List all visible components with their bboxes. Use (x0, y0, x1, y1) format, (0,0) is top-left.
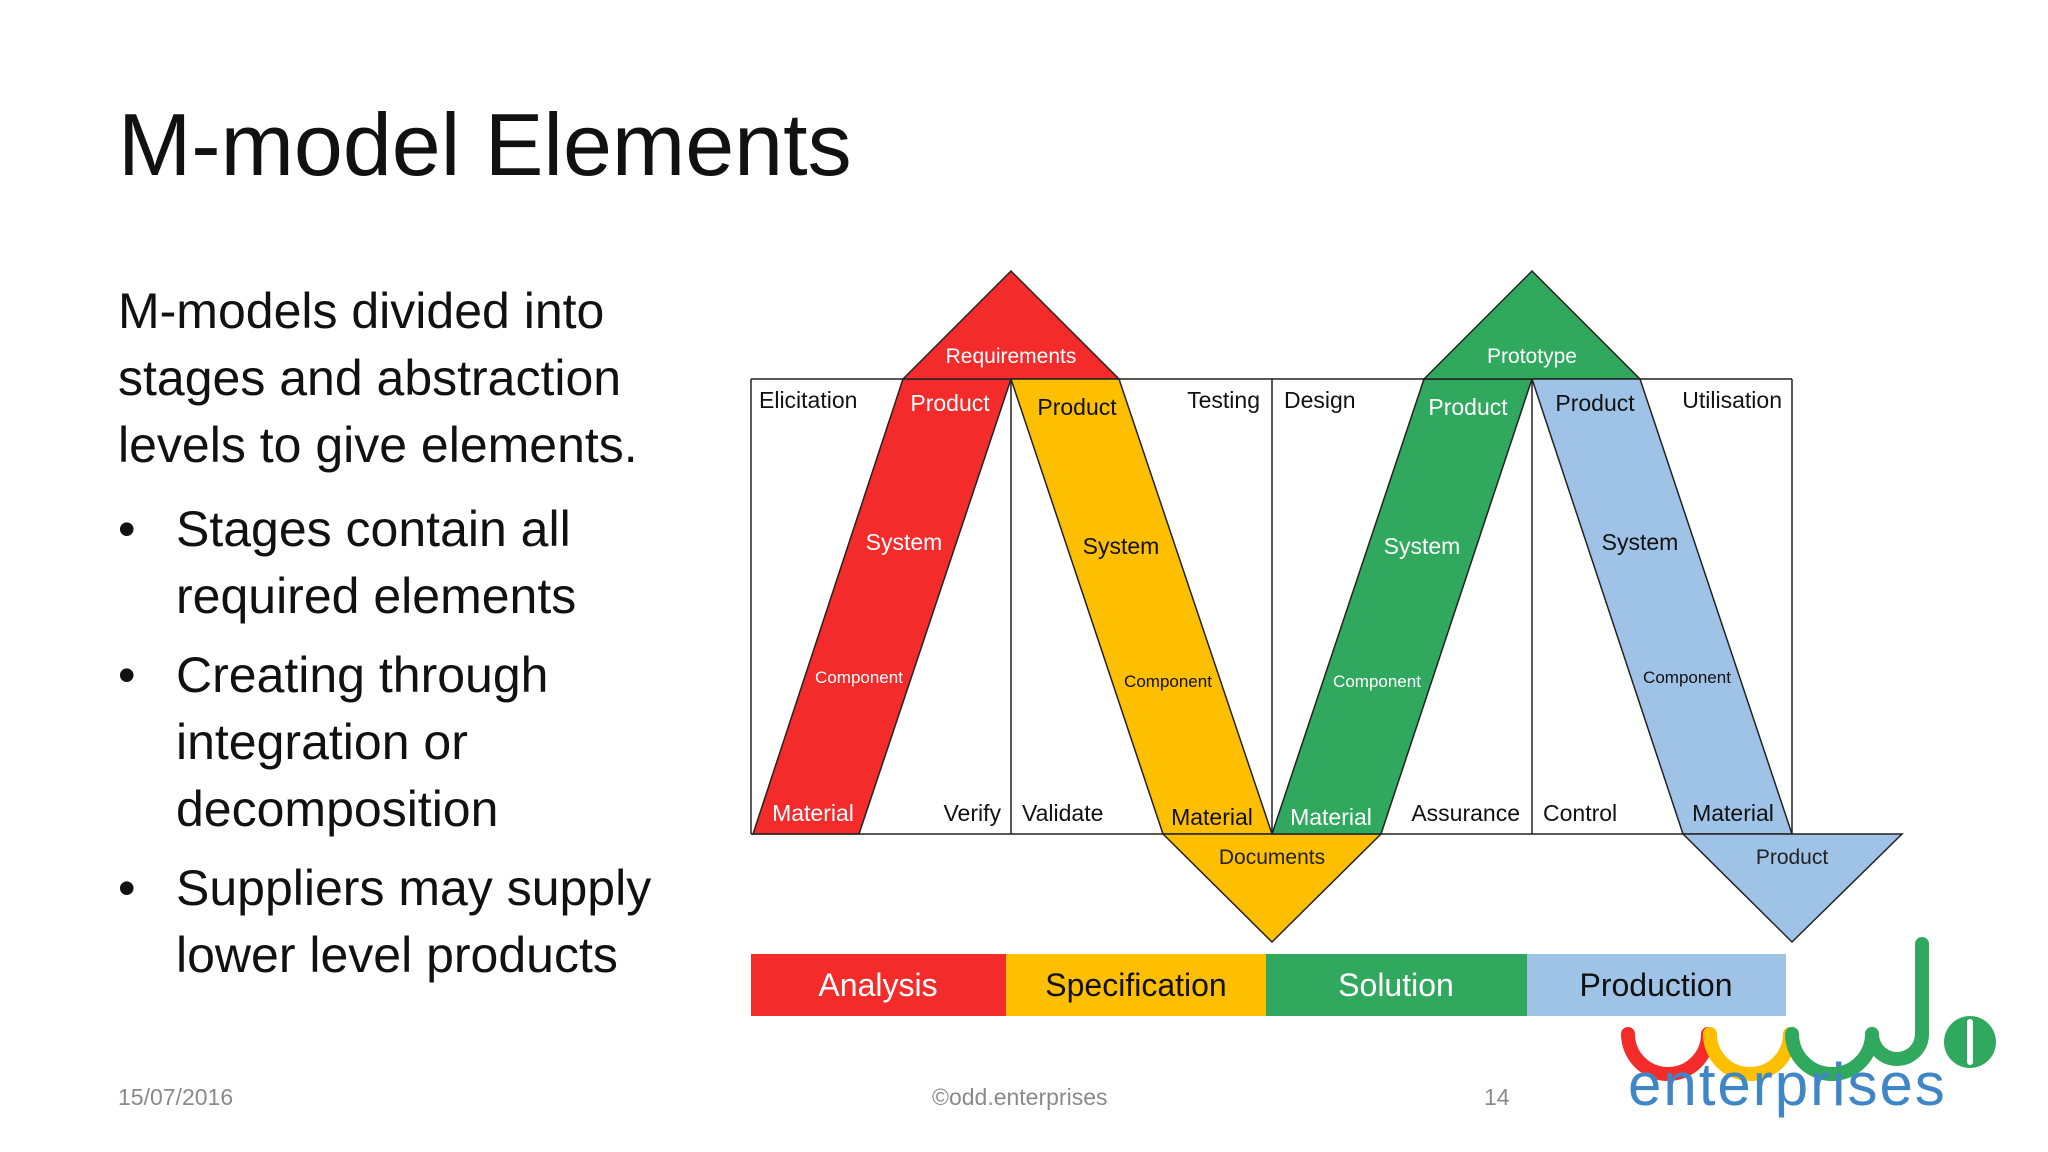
validate-label: Validate (1022, 800, 1103, 826)
bullet-symbol: • (118, 860, 136, 916)
product-valley (1681, 833, 1904, 944)
stage-production (1527, 954, 1786, 1016)
green-band (1270, 378, 1534, 835)
stage-production-label: Production (1580, 967, 1733, 1003)
testing-label: Testing (1187, 387, 1260, 413)
green-product-label: Product (1428, 394, 1508, 420)
bullet-symbol: • (118, 501, 136, 557)
stage-specification-label: Specification (1045, 967, 1226, 1003)
prototype-label: Prototype (1487, 345, 1577, 368)
footer-page-number: 14 (1484, 1084, 1510, 1110)
red-system-label: System (866, 529, 943, 555)
blue-product-label: Product (1555, 390, 1635, 416)
bullet-text: Creating through integration or decompos… (176, 647, 549, 837)
red-material-label: Material (772, 800, 854, 826)
blue-system-label: System (1602, 529, 1679, 555)
slide-title: M-model Elements (118, 95, 852, 194)
footer-date: 15/07/2016 (118, 1084, 234, 1110)
logo-text: enterprises (1628, 1051, 1947, 1118)
intro-text: M-models divided into stages and abstrac… (118, 283, 638, 473)
verify-label: Verify (943, 800, 1001, 826)
blue-band (1530, 378, 1794, 835)
bullet-text: Suppliers may supply lower level product… (176, 860, 652, 983)
design-label: Design (1284, 387, 1356, 413)
yellow-system-label: System (1083, 533, 1160, 559)
elicitation-label: Elicitation (759, 387, 857, 413)
stage-solution (1266, 954, 1527, 1016)
control-label: Control (1543, 800, 1617, 826)
documents-label: Documents (1219, 846, 1325, 869)
stage-analysis (751, 954, 1006, 1016)
assurance-label: Assurance (1411, 800, 1520, 826)
bullet-symbol: • (118, 647, 136, 703)
odd-enterprises-logo (1621, 937, 1996, 1081)
green-component-label: Component (1333, 672, 1421, 691)
yellow-product-label: Product (1037, 394, 1117, 420)
green-system-label: System (1384, 533, 1461, 559)
red-component-label: Component (815, 668, 903, 687)
stage-solution-label: Solution (1338, 967, 1454, 1003)
yellow-component-label: Component (1124, 672, 1212, 691)
utilisation-label: Utilisation (1682, 387, 1782, 413)
yellow-material-label: Material (1171, 804, 1253, 830)
product-valley-label: Product (1756, 846, 1829, 869)
requirements-label: Requirements (946, 345, 1077, 368)
green-material-label: Material (1290, 804, 1372, 830)
blue-component-label: Component (1643, 668, 1731, 687)
yellow-band (1009, 378, 1274, 835)
stage-bar: Analysis Specification Solution Producti… (751, 954, 1786, 1016)
bullet-text: Stages contain all required elements (176, 501, 577, 624)
red-band (751, 378, 1013, 835)
red-product-label: Product (910, 390, 990, 416)
stage-specification (1006, 954, 1266, 1016)
blue-material-label: Material (1692, 800, 1774, 826)
stage-analysis-label: Analysis (818, 967, 937, 1003)
footer-copyright: ©odd.enterprises (932, 1084, 1108, 1110)
